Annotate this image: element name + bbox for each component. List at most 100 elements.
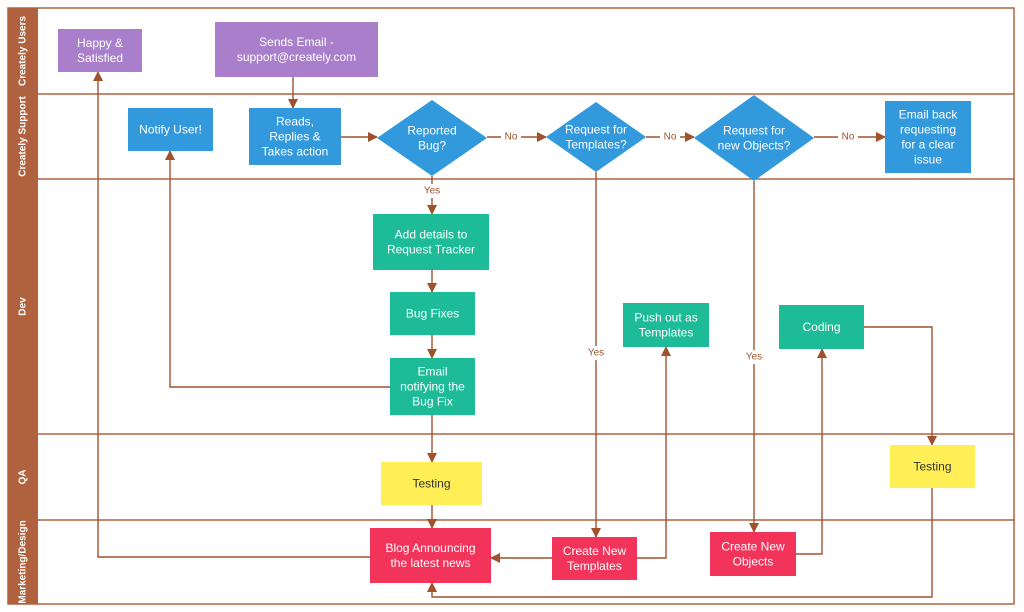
lane-header-dev [8,179,38,434]
lane-title-users: Creately Users [18,16,29,86]
node-label-line: Testing [412,477,450,491]
connector-email-to-notify [165,150,390,388]
flow-nodes: Happy &Satisfied Sends Email -support@cre… [58,22,975,583]
node-testing2[interactable]: Testing [890,445,975,488]
node-label-line: notifying the [400,380,465,394]
process-shape [885,101,971,173]
process-shape [890,445,975,488]
node-label-line: Push out as [634,311,697,325]
lane-header-support [8,94,38,179]
connector-label-bg [501,130,521,144]
node-sends-email[interactable]: Sends Email -support@creately.com [215,22,378,77]
process-shape [779,305,864,349]
connector-create-to-push [637,346,671,559]
node-label-line: issue [914,153,942,167]
connector-label-bg [838,130,858,144]
node-label-line: Sends Email - [259,35,334,49]
node-label-line: the latest news [390,556,470,570]
node-coding[interactable]: Coding [779,305,864,349]
node-label-line: Email back [899,108,959,122]
node-label-line: Bug? [418,139,446,153]
node-reads[interactable]: Reads,Replies &Takes action [249,108,341,165]
node-label-line: Happy & [77,36,123,50]
node-label-line: Reads, [276,115,314,129]
process-shape [215,22,378,77]
process-shape [552,537,637,580]
decision-shape [546,102,646,172]
connector-label-yes: Yes [588,348,604,359]
node-label-line: Templates [639,326,694,340]
process-shape [623,303,709,347]
process-shape [58,29,142,72]
connector-label-yes: Yes [746,352,762,363]
lane-title-qa: QA [18,470,29,485]
node-label-line: Bug Fixes [406,307,459,321]
node-label-line: Objects [733,555,774,569]
process-shape [381,462,482,505]
node-label-line: Add details to [395,228,468,242]
connector-label-bg [740,350,768,364]
node-label-line: Reported [407,124,456,138]
node-testing1[interactable]: Testing [381,462,482,505]
lane-title-marketing: Marketing/Design [18,520,29,603]
node-label-line: Email [417,365,447,379]
node-label-line: Testing [913,460,951,474]
connector-label-no: No [664,132,677,143]
process-shape [249,108,341,165]
connector-label-no: No [842,132,855,143]
connector-label-bg [418,184,446,198]
process-shape [373,214,489,270]
connector-label-bg [582,346,610,360]
process-shape [710,532,796,576]
connector-label-no: No [505,132,518,143]
node-label-line: Satisfied [77,51,123,65]
lane-title-dev: Dev [18,297,29,316]
process-shape [390,292,475,335]
lane-header-users [8,8,38,94]
process-shape [370,528,491,583]
node-label-line: Create New [563,544,627,558]
node-label-line: Replies & [269,130,320,144]
connector-blog-to-happy [93,71,370,558]
node-label-line: for a clear [901,138,954,152]
node-label-line: Request Tracker [387,243,475,257]
process-shape [128,108,213,151]
node-label-line: support@creately.com [237,50,356,64]
node-notify-user[interactable]: Notify User! [128,108,213,151]
connector-label-yes: Yes [424,186,440,197]
decision-shape [694,95,814,181]
process-shape [390,358,475,415]
node-label-line: Notify User! [139,123,202,137]
connector-testing2-to-blog [427,488,933,598]
lane-title-support: Creately Support [18,96,29,177]
connector-label-bg [660,130,680,144]
node-bug-fixes[interactable]: Bug Fixes [390,292,475,335]
node-label-line: Templates [567,559,622,573]
node-label-line: Create New [721,540,785,554]
node-label-line: Takes action [262,145,329,159]
lane-header-marketing [8,520,38,604]
connector-objects-to-coding [796,348,827,555]
node-label-line: Coding [802,320,840,334]
node-label-line: Request for [565,123,627,137]
node-label-line: requesting [900,123,956,137]
decision-shape [377,100,487,176]
node-label-line: Templates? [565,138,627,152]
node-label-line: Request for [723,124,785,138]
node-label-line: new Objects? [718,139,791,153]
node-label-line: Bug Fix [412,395,453,409]
node-happy[interactable]: Happy &Satisfied [58,29,142,72]
